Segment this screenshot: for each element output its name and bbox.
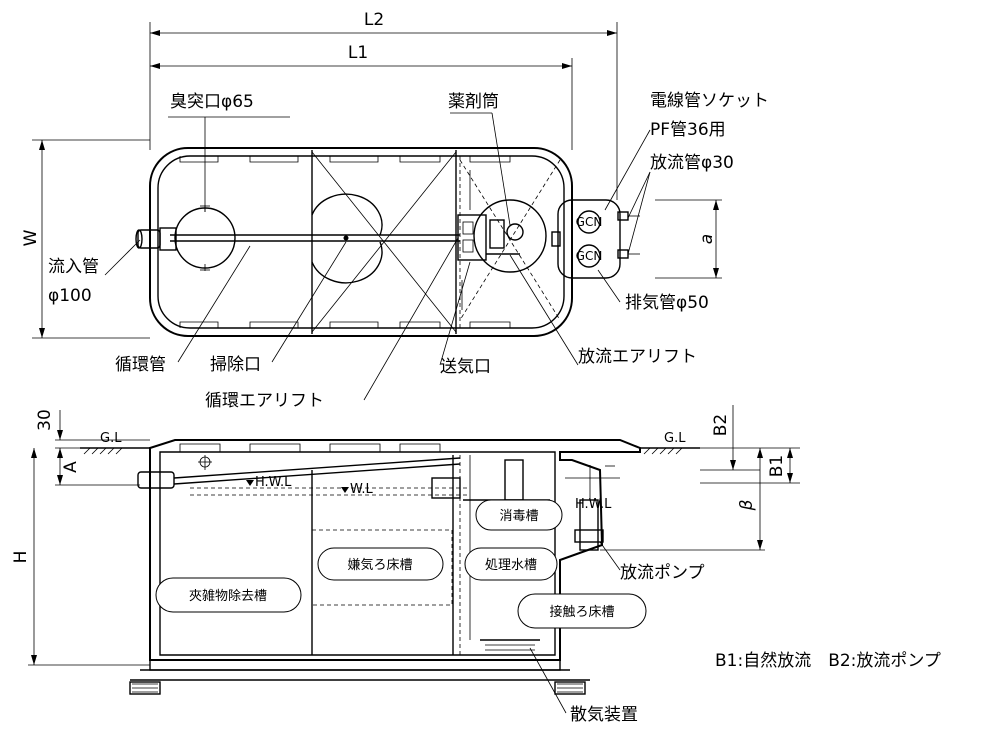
label-chamber-treated-water: 処理水槽 [485,558,537,573]
legend-note: B1:自然放流 B2:放流ポンプ [715,651,941,671]
top-view-leaders [104,112,651,401]
outlet-housing: GCN GCN [551,199,640,279]
dimension-label-w: W [21,229,41,246]
side-view: 30 A H B2 B1 β G.L [11,405,800,725]
label-chamber-anaerobic-filter: 嫌気ろ床槽 [347,557,412,573]
label-inflow-pipe-line2: φ100 [48,286,92,306]
dimension-l2: L2 [149,10,618,200]
label-chamber-debris-removal: 夾雑物除去槽 [189,588,267,604]
dimension-label-h: H [11,551,31,564]
dimension-label-l1: L1 [348,43,368,63]
dimension-label-30: 30 [35,409,55,431]
svg-text:GCN: GCN [576,249,603,263]
label-circulation-airlift: 循環エアリフト [205,391,324,411]
label-chamber-disinfection: 消毒槽 [499,509,538,524]
dimension-label-b2: B2 [711,414,731,436]
label-inflow-pipe-line1: 流入管 [48,257,99,277]
svg-text:GCN: GCN [576,215,603,229]
dimension-a: a [655,199,722,279]
label-conduit-socket-line1: 電線管ソケット [650,91,769,111]
dimension-l1: L1 [150,43,573,150]
label-discharge-pump: 放流ポンプ [620,563,705,583]
dimension-w: W [21,139,150,339]
label-vent-port: 臭突口φ65 [170,92,254,112]
chamber-treated-water: 処理水槽 [464,547,558,581]
label-chamber-contact-filter: 接触ろ床槽 [549,604,614,620]
dimension-label-l2: L2 [364,10,384,30]
label-circulation-pipe: 循環管 [115,355,166,375]
tank-section-outline [129,439,641,695]
label-wl: W.L [350,482,373,497]
top-view: L2 L1 W a [21,10,769,411]
chamber-debris-removal: 夾雑物除去槽 [155,577,302,613]
label-air-supply-port: 送気口 [440,357,491,377]
label-conduit-socket-line2: PF管36用 [650,120,726,140]
label-discharge-airlift: 放流エアリフト [578,347,697,367]
label-hwl: H.W.L [255,475,292,490]
label-gl-left: G.L [100,431,122,446]
label-aeration-device: 散気装置 [570,705,638,725]
dimension-side-right: B2 B1 β [600,405,800,551]
label-exhaust-pipe: 排気管φ50 [625,293,709,313]
label-chemical-cylinder: 薬剤筒 [448,92,499,112]
tank-plan-outline [135,147,573,337]
chamber-disinfection: 消毒槽 [475,499,563,531]
dimension-label-beta: β [737,499,757,511]
dimension-label-b1: B1 [767,455,787,477]
chamber-anaerobic-filter: 嫌気ろ床槽 [317,547,444,581]
label-cleaning-port: 掃除口 [210,355,261,375]
ground-level-marks: G.L G.L [80,431,700,455]
dimension-label-a-upper: A [61,461,81,473]
dimension-label-a: a [697,234,717,244]
label-gl-right: G.L [664,431,686,446]
chamber-contact-filter: 接触ろ床槽 [517,593,647,629]
label-hwl-right: H.W.L [575,497,612,512]
label-discharge-pipe: 放流管φ30 [650,153,734,173]
